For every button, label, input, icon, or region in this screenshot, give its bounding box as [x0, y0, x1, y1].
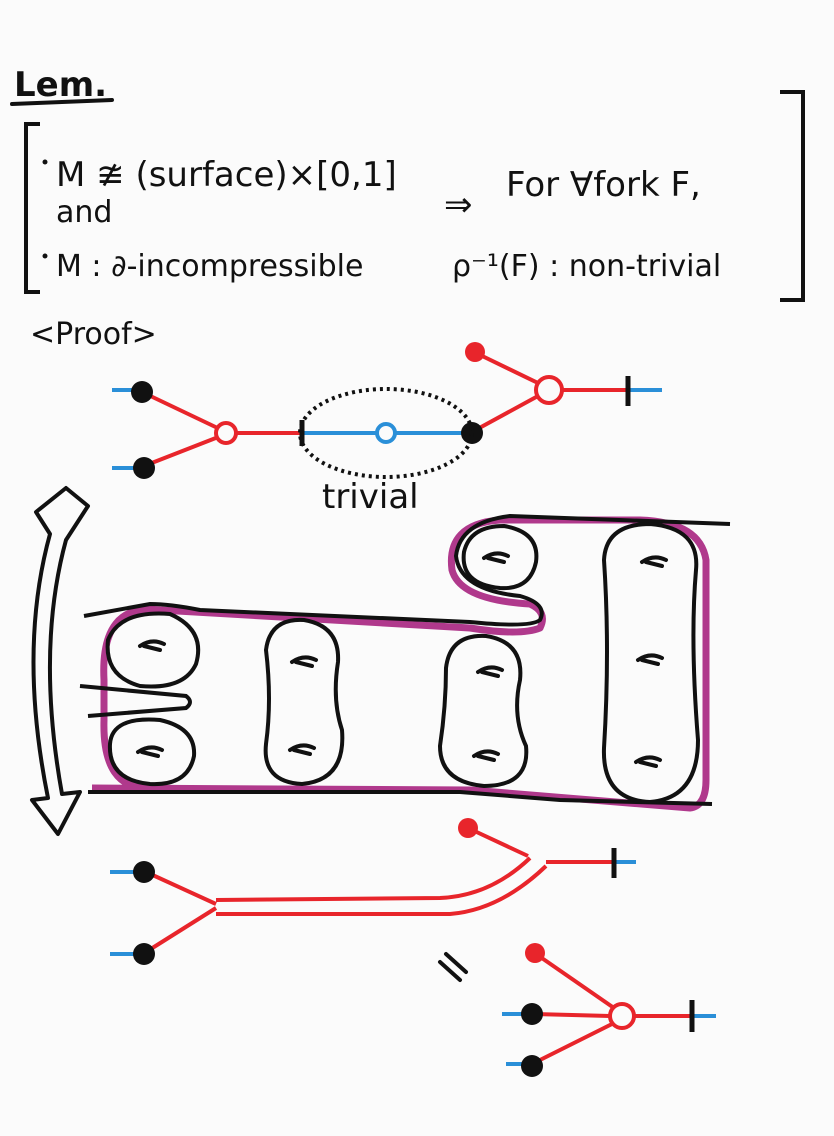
bullet-dot — [42, 253, 48, 259]
hollow-vertex — [608, 1002, 636, 1030]
proof-label: <Proof> — [30, 317, 157, 352]
black-vertex — [133, 457, 155, 479]
hollow-vertex — [214, 421, 238, 445]
right-bracket — [780, 90, 805, 302]
capsule-1 — [263, 617, 345, 787]
curved-arrow — [30, 486, 90, 836]
hollow-vertex — [534, 375, 564, 405]
capsule-3-tall — [601, 521, 701, 805]
surface-diagram — [79, 513, 731, 812]
equals-sign — [438, 952, 468, 982]
title-underline — [10, 98, 114, 106]
left-bracket — [24, 122, 40, 294]
red-vertex — [465, 342, 485, 362]
conclusion-1: For ∀fork F, — [506, 165, 701, 205]
black-vertex — [131, 381, 153, 403]
red-vertex — [458, 818, 478, 838]
lobe-left-top — [105, 611, 201, 689]
conclusion-2: ρ⁻¹(F) : non-trivial — [452, 249, 721, 284]
fork-graph-bottom — [110, 818, 636, 965]
lemma-block: Lem. M ≇ (surface)×[0,1] and M : ∂-incom… — [10, 65, 805, 352]
black-vertex — [133, 861, 155, 883]
bullet-dot — [42, 159, 48, 165]
red-vertex — [525, 943, 545, 963]
and-word: and — [56, 195, 112, 230]
hollow-vertex-blue — [375, 422, 397, 444]
equals-text: = — [0, 0, 23, 7]
trivial-oval — [298, 387, 474, 479]
hypothesis-1: M ≇ (surface)×[0,1] — [56, 155, 397, 195]
fork-graph-top: trivial — [112, 342, 662, 517]
implies-arrow: ⇒ — [444, 185, 473, 225]
slit-line — [79, 684, 192, 718]
surface-boundary-magenta — [91, 516, 710, 812]
black-vertex — [133, 943, 155, 965]
fork-graph-final — [502, 943, 716, 1077]
black-vertex — [521, 1003, 543, 1025]
capsule-2 — [437, 633, 529, 789]
lemma-title: Lem. — [14, 65, 107, 105]
lobe-left-bottom — [107, 717, 197, 787]
surface-top-edge — [83, 513, 731, 627]
capsule-top-small — [461, 523, 539, 591]
black-vertex — [521, 1055, 543, 1077]
trivial-label: trivial — [322, 477, 419, 517]
puncture-marks — [136, 551, 668, 768]
hypothesis-2: M : ∂-incompressible — [56, 249, 363, 284]
